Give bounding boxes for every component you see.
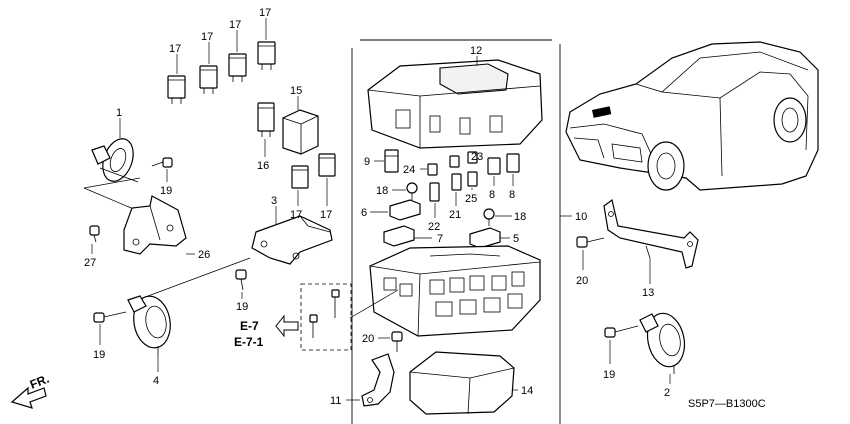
callout-labels: 1 2 3 4 5 6 7 8 8 9 10 11 12 13 14 15 16…	[84, 7, 670, 407]
callout-19a: 19	[160, 185, 172, 197]
bracket-26	[123, 195, 187, 255]
bolt-20-a	[576, 236, 605, 248]
callout-19b: 19	[236, 301, 248, 313]
relay-17-f	[318, 153, 336, 177]
front-label: FR.	[28, 372, 51, 392]
bolt-19-c	[93, 311, 127, 323]
callout-10: 10	[575, 211, 587, 223]
small-bolt-b	[309, 314, 318, 338]
callout-15: 15	[290, 85, 302, 97]
relay-8-a	[487, 157, 501, 175]
relay-17-b	[199, 65, 218, 94]
callout-19d: 19	[603, 369, 615, 381]
callout-8b: 8	[509, 189, 515, 201]
bolt-18-b	[483, 208, 495, 226]
relay-17-c	[228, 53, 247, 82]
car-silhouette	[565, 41, 819, 191]
callout-19c: 19	[93, 349, 105, 361]
bolt-19-b	[235, 269, 247, 291]
relay-17-d	[257, 41, 276, 70]
callout-24: 24	[403, 164, 415, 176]
callout-26: 26	[198, 249, 210, 261]
fuse-22	[429, 182, 440, 202]
bolt-27	[89, 225, 100, 243]
relay-15	[282, 109, 319, 155]
bolt-19-a	[151, 157, 173, 168]
callout-18a: 18	[376, 185, 388, 197]
relay-17-e	[291, 165, 309, 189]
callout-7: 7	[437, 233, 443, 245]
fuse-21	[451, 173, 462, 191]
block-7	[383, 225, 415, 247]
callout-17f: 17	[320, 209, 332, 221]
callout-17e: 17	[290, 209, 302, 221]
callout-16: 16	[257, 160, 269, 172]
relay-16	[257, 102, 275, 137]
fuse-23b	[467, 151, 478, 164]
callout-9: 9	[364, 156, 370, 168]
block-5	[469, 227, 501, 249]
callout-17c: 17	[229, 19, 241, 31]
fuse-box-base	[369, 245, 541, 337]
relay-9	[384, 149, 399, 173]
callout-5: 5	[513, 233, 519, 245]
callout-17d: 17	[259, 7, 271, 19]
callout-20a: 20	[576, 275, 588, 287]
callout-17b: 17	[201, 31, 213, 43]
callout-27: 27	[84, 257, 96, 269]
ref-e7-1: E-7-1	[234, 335, 264, 349]
box-cover-12	[367, 59, 543, 149]
callout-18b: 18	[514, 211, 526, 223]
callout-3: 3	[271, 195, 277, 207]
callout-2: 2	[664, 387, 670, 399]
bolt-20-b	[391, 331, 403, 352]
callout-22: 22	[428, 221, 440, 233]
callout-25: 25	[465, 193, 477, 205]
ref-e7: E-7	[240, 319, 259, 333]
fuse-23	[449, 155, 460, 168]
callout-12: 12	[470, 45, 482, 57]
horn-2	[639, 312, 686, 374]
callout-21: 21	[449, 209, 461, 221]
bracket-11	[361, 353, 395, 407]
reference-dashed-box	[300, 283, 352, 351]
bracket-13	[603, 198, 699, 269]
callout-23: 23	[471, 151, 483, 163]
bolt-19-d	[604, 325, 639, 338]
callout-17a: 17	[169, 43, 181, 55]
callout-4: 4	[153, 375, 159, 387]
callout-20b: 20	[362, 333, 374, 345]
fuse-box-frame	[351, 39, 561, 424]
small-bolt-a	[331, 289, 340, 318]
relay-8-b	[506, 153, 520, 173]
relay-17-a	[167, 75, 186, 104]
callout-8a: 8	[489, 189, 495, 201]
callout-14: 14	[521, 385, 533, 397]
cover-14	[409, 351, 515, 415]
callout-6: 6	[361, 207, 367, 219]
block-6	[389, 199, 421, 221]
front-arrow-icon	[10, 386, 47, 409]
callout-13: 13	[642, 287, 654, 299]
drawing-code: S5P7—B1300C	[688, 398, 766, 410]
callout-11: 11	[330, 395, 341, 407]
bracket-3	[251, 215, 333, 265]
reference-arrow-icon	[275, 314, 299, 338]
horn-4	[127, 295, 171, 356]
bolt-18-a	[406, 182, 418, 200]
callout-1: 1	[116, 107, 122, 119]
fuse-25	[467, 171, 478, 187]
fuse-24	[427, 163, 438, 176]
horn-1	[91, 138, 139, 183]
